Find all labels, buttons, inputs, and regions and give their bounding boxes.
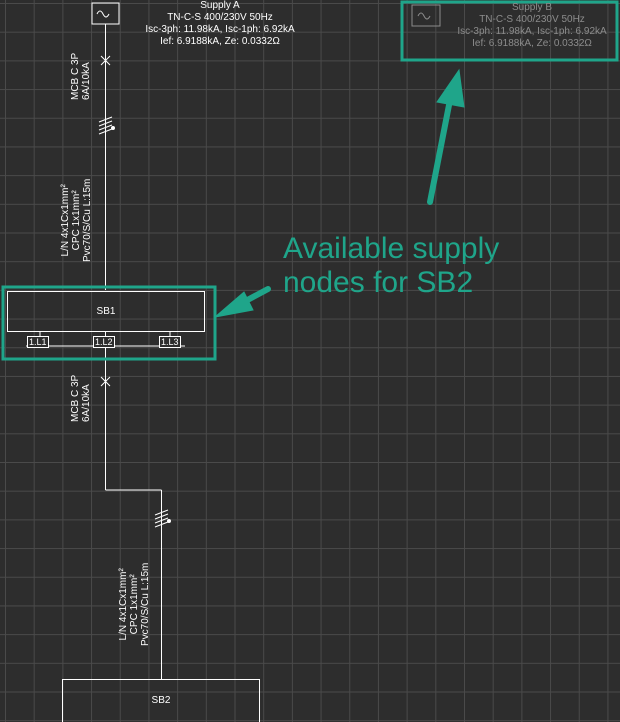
sb1-highlight bbox=[1, 285, 217, 361]
supply-a-name: Supply A bbox=[200, 0, 240, 11]
supply-a-isc: Isc-3ph: 11.98kA, Isc-1ph: 6.92kA bbox=[145, 24, 295, 35]
breaker-1-label: MCB C 3P 6A/10kA bbox=[70, 53, 92, 100]
supply-b-highlight bbox=[400, 0, 619, 62]
supply-a-symbol[interactable] bbox=[91, 2, 120, 25]
supply-b-system: TN-C-S 400/230V 50Hz bbox=[479, 14, 585, 25]
cable-2-cpc: CPC 1x1mm² bbox=[129, 574, 140, 635]
supply-b-ief: Ief: 6.9188kA, Ze: 0.0332Ω bbox=[472, 38, 592, 49]
cable-1-label: L/N 4x1Cx1mm² CPC 1x1mm² Pvc70/S/Cu L:15… bbox=[60, 179, 93, 262]
supply-b-isc: Isc-3ph: 11.98kA, Isc-1ph: 6.92kA bbox=[457, 26, 607, 37]
breaker-2-rating: 6A/10kA bbox=[81, 384, 92, 422]
arrow-to-supply-b bbox=[427, 68, 465, 205]
annotation-line-1: Available supply bbox=[283, 232, 500, 265]
supply-b-label: Supply B TN-C-S 400/230V 50Hz Isc-3ph: 1… bbox=[452, 2, 612, 50]
cable-1-cpc: CPC 1x1mm² bbox=[71, 190, 82, 251]
sb1-node-l1[interactable]: 1.L1 bbox=[27, 336, 49, 348]
breaker-2-label: MCB C 3P 6A/10kA bbox=[70, 375, 92, 422]
supply-b-name: Supply B bbox=[511, 2, 553, 13]
cable-2-label: L/N 4x1Cx1mm² CPC 1x1mm² Pvc70/S/Cu L:15… bbox=[118, 563, 151, 646]
supply-b-symbol[interactable] bbox=[411, 4, 441, 27]
supply-a-label: Supply A TN-C-S 400/230V 50Hz Isc-3ph: 1… bbox=[140, 0, 300, 48]
sb2-board[interactable]: SB2 bbox=[62, 679, 260, 722]
cable-2-symbol[interactable] bbox=[154, 509, 171, 528]
arrow-to-sb1 bbox=[213, 286, 271, 318]
supply-a-ief: Ief: 6.9188kA, Ze: 0.0332Ω bbox=[160, 36, 280, 47]
breaker-1-type: MCB C 3P bbox=[70, 52, 81, 100]
breaker-2-symbol[interactable] bbox=[100, 376, 111, 387]
sb1-name: SB1 bbox=[96, 306, 116, 317]
cable-2-conductors: L/N 4x1Cx1mm² bbox=[118, 568, 129, 641]
sb2-name: SB2 bbox=[151, 695, 171, 706]
sb1-board[interactable]: SB1 bbox=[7, 291, 205, 332]
cable-2-spec: Pvc70/S/Cu L:15m bbox=[140, 562, 151, 646]
sb1-node-l2[interactable]: 1.L2 bbox=[93, 336, 115, 348]
breaker-1-symbol[interactable] bbox=[100, 55, 111, 66]
annotation-line-2: nodes for SB2 bbox=[283, 266, 474, 299]
cable-1-spec: Pvc70/S/Cu L:15m bbox=[82, 178, 93, 262]
breaker-2-type: MCB C 3P bbox=[70, 374, 81, 422]
cable-1-symbol[interactable] bbox=[98, 116, 115, 135]
cable-1-conductors: L/N 4x1Cx1mm² bbox=[60, 184, 71, 257]
sb1-node-l3[interactable]: 1.L3 bbox=[159, 336, 181, 348]
supply-a-system: TN-C-S 400/230V 50Hz bbox=[167, 12, 273, 23]
breaker-1-rating: 6A/10kA bbox=[81, 62, 92, 100]
annotation-text: Available supply nodes for SB2 bbox=[283, 232, 499, 300]
